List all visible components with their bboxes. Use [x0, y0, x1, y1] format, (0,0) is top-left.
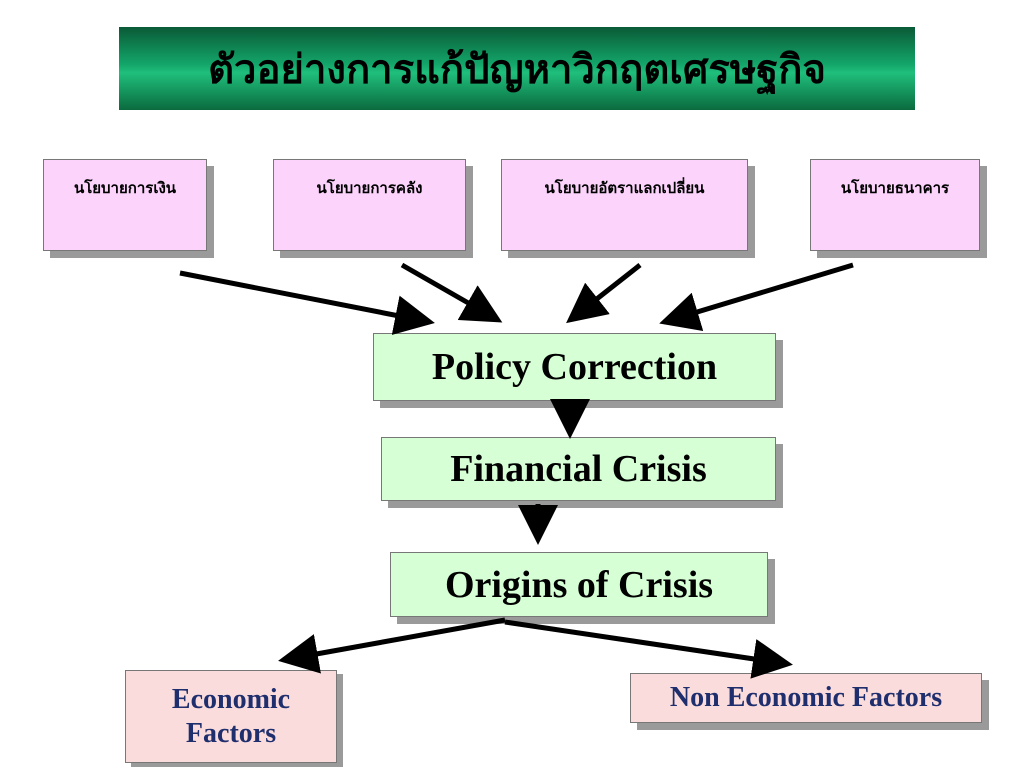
arrow-exchange-rate-to-correction: [566, 263, 642, 324]
financial-crisis-label: Financial Crisis: [450, 448, 707, 490]
arrow-origins-to-economic-factors: [278, 617, 506, 674]
origins-of-crisis-label: Origins of Crisis: [444, 563, 714, 606]
page-title: ตัวอย่างการแก้ปัญหาวิกฤตเศรษฐกิจ: [208, 46, 826, 93]
economic-factors-label: Economic Factors: [172, 683, 290, 750]
economic-factors-line1: Economic: [171, 683, 291, 715]
policy-label-fiscal: นโยบายการคลัง: [316, 179, 423, 197]
financial-crisis-box: Financial Crisis: [381, 437, 776, 501]
policy-label-banking: นโยบายธนาคาร: [840, 179, 950, 197]
arrow-monetary-to-correction: [179, 270, 435, 335]
arrow-fiscal-to-correction: [400, 262, 503, 323]
policy-box-monetary: นโยบายการเงิน: [43, 159, 207, 251]
economic-factors-box: Economic Factors: [125, 670, 337, 763]
title-banner: ตัวอย่างการแก้ปัญหาวิกฤตเศรษฐกิจ: [119, 27, 915, 110]
origins-of-crisis-box: Origins of Crisis: [390, 552, 768, 617]
arrow-banking-to-correction: [659, 262, 854, 332]
policy-label-monetary: นโยบายการเงิน: [73, 179, 177, 197]
policy-correction-label: Policy Correction: [431, 346, 718, 388]
policy-correction-box: Policy Correction: [373, 333, 776, 401]
policy-box-banking: นโยบายธนาคาร: [810, 159, 980, 251]
non-economic-factors-box: Non Economic Factors: [630, 673, 982, 723]
economic-factors-line2: Factors: [185, 717, 277, 749]
non-economic-factors-label: Non Economic Factors: [669, 682, 943, 714]
policy-box-exchange-rate: นโยบายอัตราแลกเปลี่ยน: [501, 159, 748, 251]
policy-label-exchange-rate: นโยบายอัตราแลกเปลี่ยน: [544, 179, 705, 197]
arrow-origins-to-non-economic-factors: [504, 619, 793, 679]
policy-box-fiscal: นโยบายการคลัง: [273, 159, 466, 251]
